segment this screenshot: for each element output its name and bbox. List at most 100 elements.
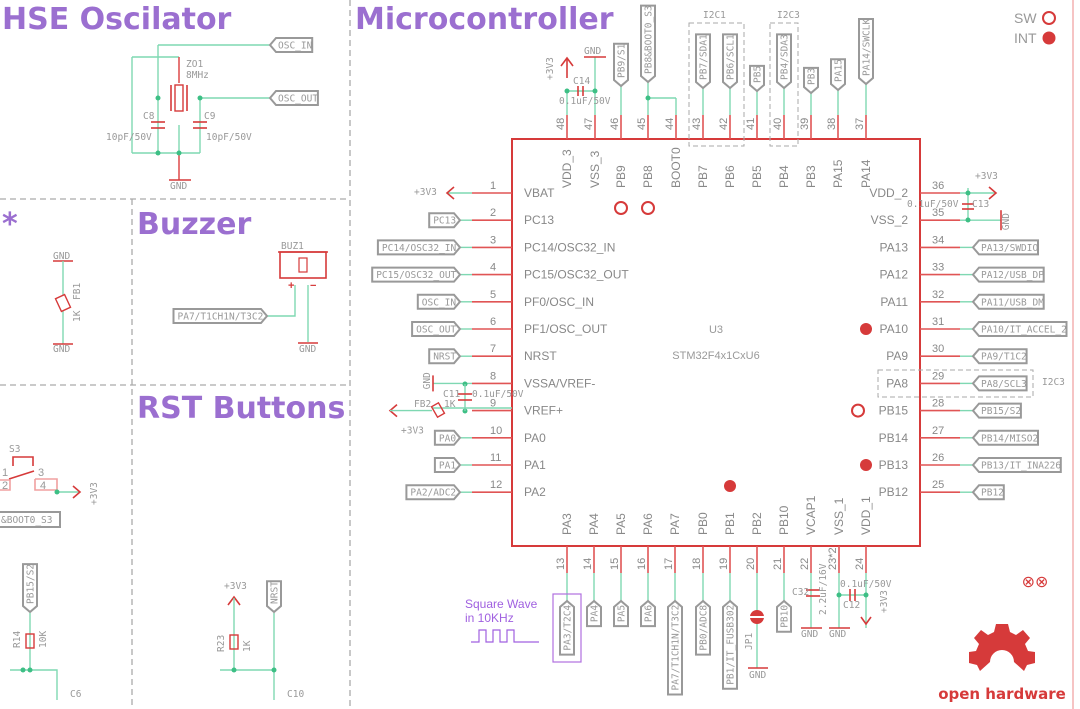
gnd-label: GND <box>829 629 846 640</box>
net-label-flag[interactable] <box>613 599 629 628</box>
net-label-flag[interactable] <box>613 42 629 88</box>
net-label-flag[interactable] <box>695 599 711 656</box>
net-label-flag[interactable] <box>371 266 462 283</box>
net-label-flag[interactable] <box>695 33 711 90</box>
net-label-flag[interactable] <box>803 66 819 95</box>
pin-name: VDD_2 <box>869 186 908 200</box>
buzzer-icon[interactable] <box>279 251 327 279</box>
net-label-flag[interactable] <box>559 599 575 656</box>
net-label-flag[interactable] <box>428 212 462 229</box>
net-label-flag[interactable] <box>776 33 792 90</box>
mcu-chip-body[interactable] <box>511 138 921 547</box>
net-label-flag[interactable] <box>640 599 656 628</box>
net-label-flag[interactable] <box>376 239 462 256</box>
net-label-flag[interactable] <box>667 599 683 696</box>
net-label-flag[interactable] <box>416 293 462 310</box>
net-label-flag[interactable] <box>411 321 462 337</box>
net-label-flag[interactable] <box>971 375 1028 392</box>
net-label-flag[interactable] <box>971 429 1039 446</box>
pin-number: 15 <box>609 558 621 570</box>
net-label-flag[interactable] <box>749 64 765 93</box>
net-label-flag[interactable] <box>722 33 738 90</box>
net-label-flag[interactable] <box>433 457 462 473</box>
net-label-flag[interactable] <box>0 511 61 528</box>
net-label-flag[interactable] <box>971 266 1045 283</box>
net-label-flag[interactable] <box>971 293 1045 310</box>
net-label-flag[interactable] <box>268 90 319 106</box>
net-label-flag[interactable] <box>830 58 846 92</box>
c9-value: 10pF/50V <box>206 132 252 143</box>
c12-value: 0.1uF/50V <box>840 579 892 590</box>
net-label-flag[interactable] <box>640 4 656 84</box>
net-label-flag[interactable] <box>971 484 1005 501</box>
net-label-flag[interactable] <box>428 348 462 365</box>
net-label-flag[interactable] <box>971 239 1039 256</box>
net-label-flag[interactable] <box>266 580 282 614</box>
net-label-flag[interactable] <box>971 321 1068 337</box>
net-label-flag[interactable] <box>776 599 792 633</box>
net-label-flag[interactable] <box>971 348 1028 365</box>
net-label-flag[interactable] <box>433 429 462 446</box>
net-label-flag[interactable] <box>268 37 314 53</box>
net-label-text: PA10/IT_ACCEL_2 <box>981 325 1067 336</box>
pin-name: PB0 <box>696 512 710 535</box>
net-label-flag[interactable] <box>172 308 269 324</box>
net-label-flag[interactable] <box>405 484 462 501</box>
zo1-value: 8MHz <box>186 70 209 81</box>
net-label-flag[interactable] <box>971 457 1062 473</box>
int-marker-icon <box>860 323 872 335</box>
net-label-flag[interactable] <box>22 563 38 614</box>
svg-text:+: + <box>288 280 294 292</box>
net-label-flag[interactable] <box>722 599 738 690</box>
net-label-flag[interactable] <box>586 599 602 628</box>
net-label-flag[interactable] <box>971 402 1022 419</box>
net-label-flag[interactable] <box>858 18 874 86</box>
